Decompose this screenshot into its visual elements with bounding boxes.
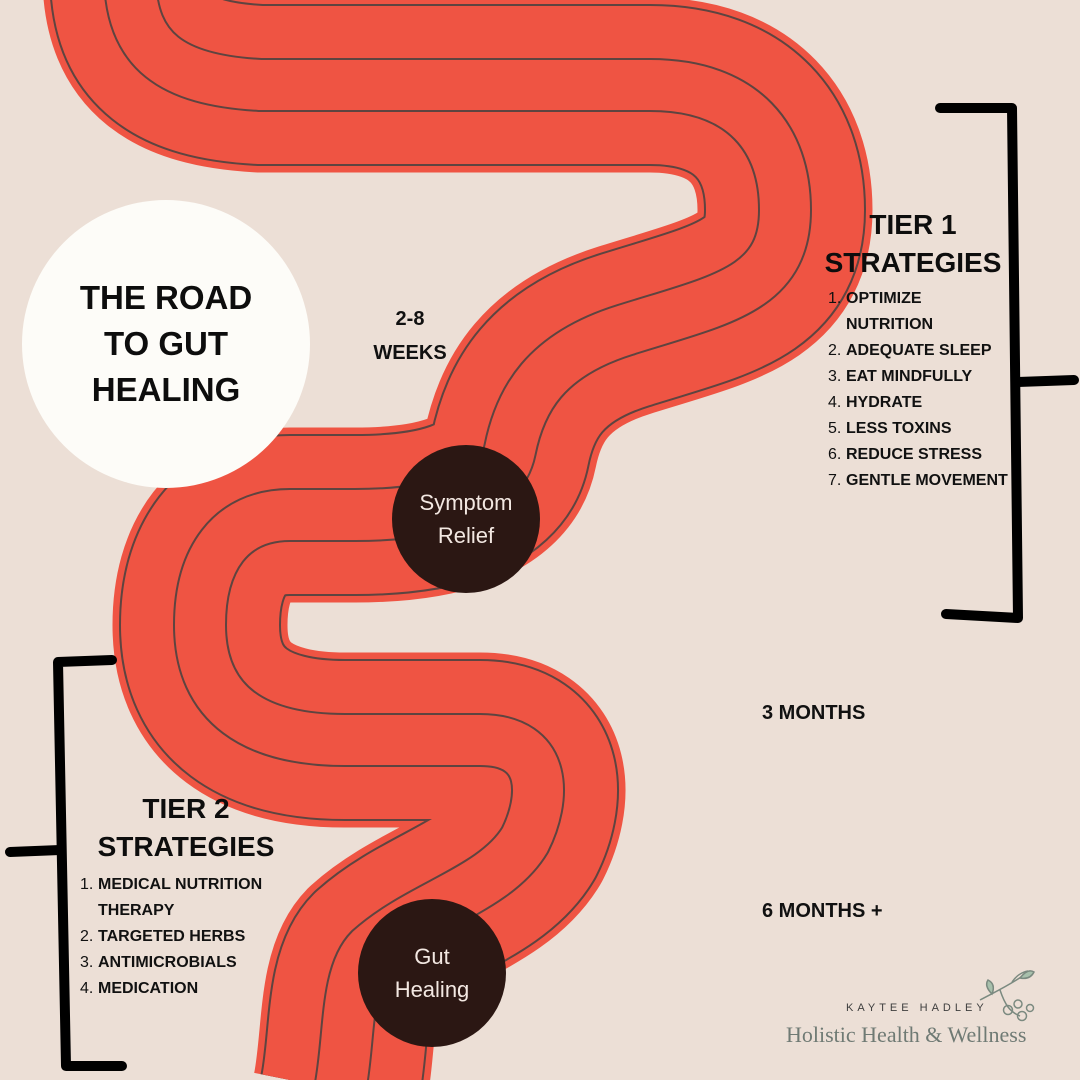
strategy-number: 1. <box>80 876 94 893</box>
strategy-item: 2.ADEQUATE SLEEP <box>828 338 1012 364</box>
timeline-weeks: 2-8 WEEKS <box>373 308 447 364</box>
tier2-title: TIER 2 STRATEGIES <box>97 793 275 862</box>
page-title: THE ROAD TO GUT HEALING <box>79 279 253 408</box>
strategy-number: 4. <box>828 394 842 411</box>
strategy-item: 1.MEDICAL NUTRITION THERAPY <box>80 872 306 924</box>
strategy-number: 1. <box>828 290 842 307</box>
timeline-3-months: 3 MONTHS <box>762 702 866 724</box>
brand-tagline: Holistic Health & Wellness <box>786 1022 1027 1047</box>
strategy-item: 1.OPTIMIZE NUTRITION <box>828 286 1012 338</box>
strategy-number: 6. <box>828 446 842 463</box>
strategy-item: 4.MEDICATION <box>80 976 306 1002</box>
strategy-text: TARGETED HERBS <box>98 928 246 945</box>
strategy-text: REDUCE STRESS <box>846 446 983 463</box>
strategy-number: 5. <box>828 420 842 437</box>
strategy-item: 3.ANTIMICROBIALS <box>80 950 306 976</box>
strategy-number: 2. <box>828 342 842 359</box>
strategy-text: EAT MINDFULLY <box>846 368 973 385</box>
strategy-number: 7. <box>828 472 842 489</box>
milestone-label: Symptom Relief <box>419 490 513 548</box>
tier1-title: TIER 1 STRATEGIES <box>824 209 1002 278</box>
milestone-symptom-relief: Symptom Relief <box>392 445 540 593</box>
tier2-bracket <box>5 655 127 1071</box>
strategy-item: 6.REDUCE STRESS <box>828 442 1012 468</box>
strategy-text: GENTLE MOVEMENT <box>846 472 1008 489</box>
strategy-item: 2.TARGETED HERBS <box>80 924 306 950</box>
strategy-text: MEDICAL NUTRITION THERAPY <box>98 876 263 919</box>
milestone-gut-healing: Gut Healing <box>358 899 506 1047</box>
title-badge: THE ROAD TO GUT HEALING <box>22 200 310 488</box>
berry-branch-icon <box>979 970 1035 1022</box>
strategy-number: 2. <box>80 928 94 945</box>
strategy-item: 7.GENTLE MOVEMENT <box>828 468 1012 494</box>
strategy-text: LESS TOXINS <box>846 420 952 437</box>
tier1-bracket <box>935 103 1079 623</box>
strategy-text: ANTIMICROBIALS <box>98 954 237 971</box>
timeline-6-months: 6 MONTHS + <box>762 900 883 922</box>
strategy-text: HYDRATE <box>846 394 923 411</box>
brand-name: KAYTEE HADLEY <box>846 1002 988 1014</box>
strategy-number: 3. <box>828 368 842 385</box>
strategy-number: 4. <box>80 980 94 997</box>
winding-road <box>44 0 873 1080</box>
strategy-item: 5.LESS TOXINS <box>828 416 1012 442</box>
milestone-label: Gut Healing <box>394 944 470 1002</box>
road-lane-center <box>106 0 810 1080</box>
strategy-text: ADEQUATE SLEEP <box>846 342 992 359</box>
strategy-item: 3.EAT MINDFULLY <box>828 364 1012 390</box>
strategy-text: MEDICATION <box>98 980 199 997</box>
strategy-number: 3. <box>80 954 94 971</box>
strategy-item: 4.HYDRATE <box>828 390 1012 416</box>
strategy-text: OPTIMIZE NUTRITION <box>846 290 934 333</box>
